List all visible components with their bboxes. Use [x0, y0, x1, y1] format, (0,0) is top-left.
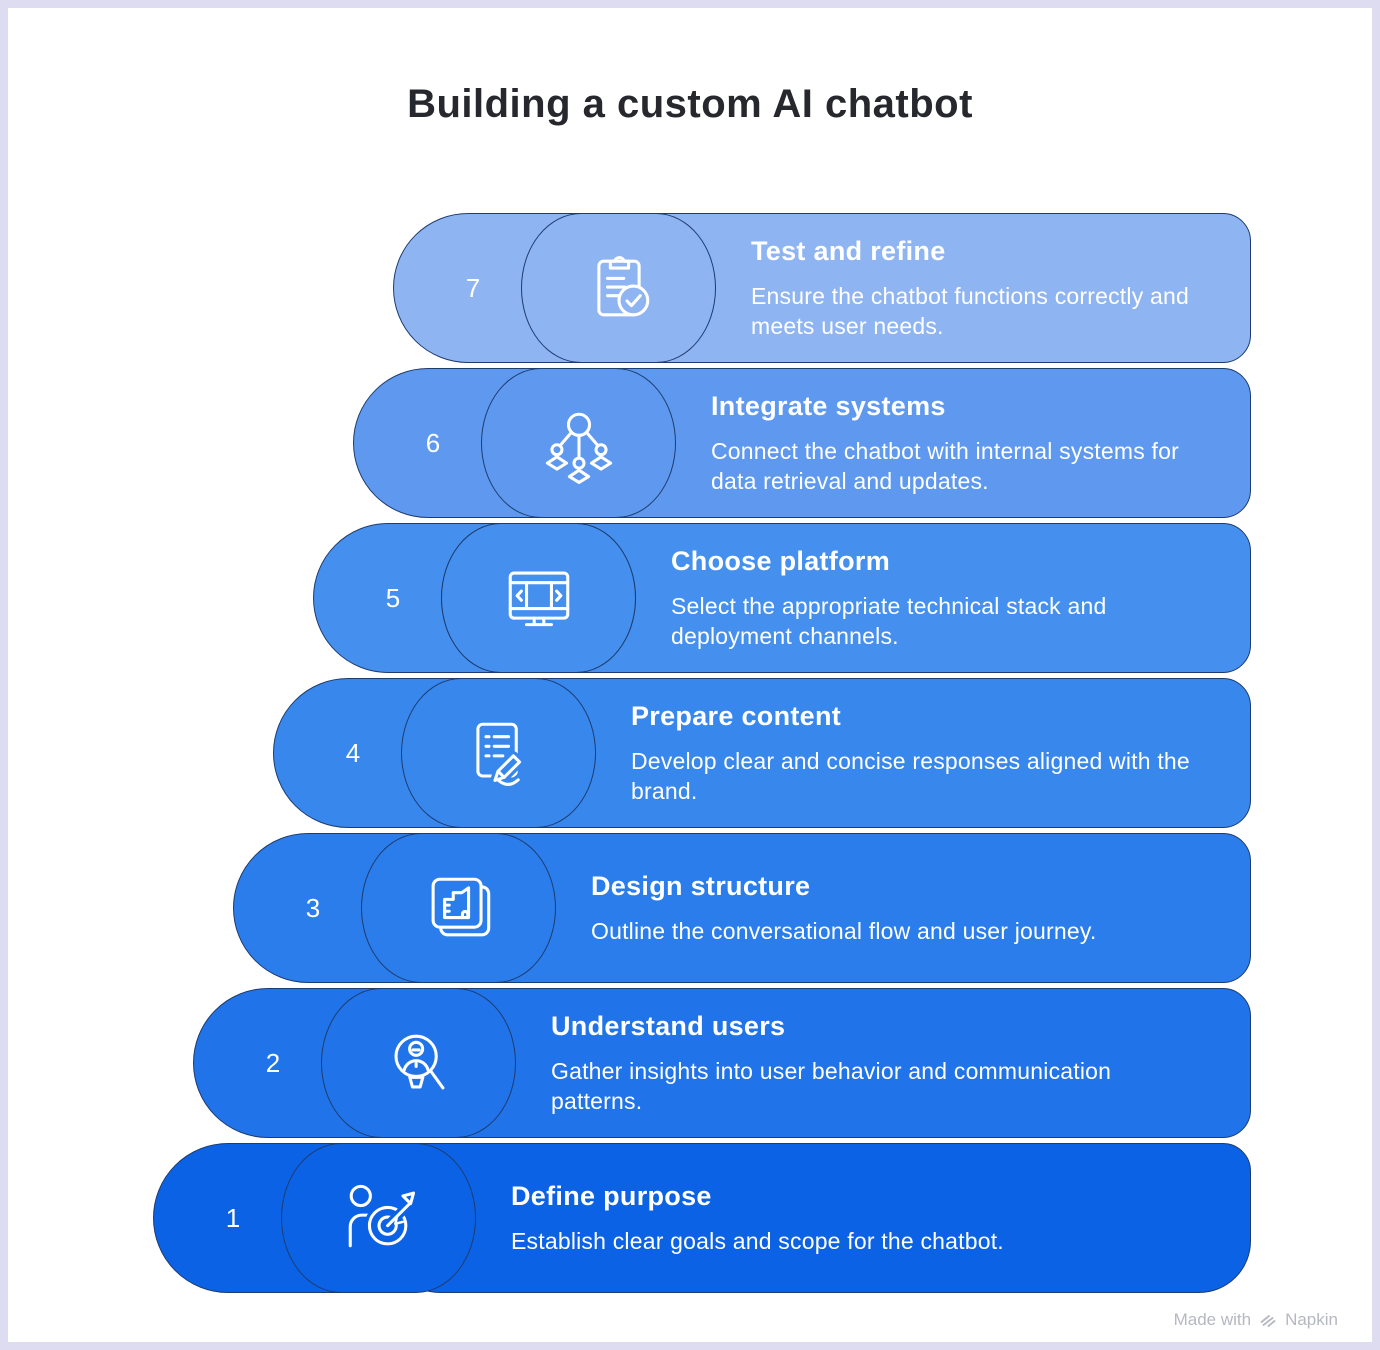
step-panel: Test and refine Ensure the chatbot funct…: [628, 213, 1251, 363]
step-description: Ensure the chatbot functions correctly a…: [751, 283, 1189, 339]
step-number: 6: [425, 427, 441, 458]
step-row-7: 7 Test and refine Ensure the chatbot fun…: [393, 213, 1251, 363]
step-description: Develop clear and concise responses alig…: [631, 748, 1190, 804]
step-number: 5: [385, 582, 401, 613]
step-number: 2: [265, 1047, 281, 1078]
writing-document-icon: [453, 707, 545, 799]
step-title: Define purpose: [511, 1181, 712, 1211]
step-number: 4: [345, 737, 361, 768]
step-description: Gather insights into user behavior and c…: [551, 1058, 1112, 1114]
step-row-3: 3 Design structure Outline the conversat…: [233, 833, 1251, 983]
step-number: 1: [225, 1202, 241, 1233]
step-title: Design structure: [591, 871, 811, 901]
step-number: 7: [465, 272, 481, 303]
watermark-brand: Napkin: [1285, 1310, 1338, 1329]
step-title: Understand users: [551, 1011, 786, 1041]
blueprint-pages-icon: [413, 862, 505, 954]
step-description: Outline the conversational flow and user…: [591, 918, 1097, 944]
step-icon-capsule: [281, 1143, 476, 1293]
step-description: Connect the chatbot with internal system…: [711, 438, 1179, 494]
step-title: Test and refine: [751, 236, 946, 266]
step-panel: Integrate systems Connect the chatbot wi…: [588, 368, 1251, 518]
person-target-icon: [333, 1172, 425, 1264]
step-description: Select the appropriate technical stack a…: [671, 593, 1107, 649]
step-panel: Design structure Outline the conversatio…: [468, 833, 1251, 983]
clipboard-check-icon: [573, 242, 665, 334]
step-title: Choose platform: [671, 546, 891, 576]
step-description: Establish clear goals and scope for the …: [511, 1228, 1004, 1254]
napkin-logo-icon: [1258, 1310, 1278, 1330]
user-magnifier-icon: [373, 1017, 465, 1109]
page-title: Building a custom AI chatbot: [407, 82, 973, 126]
step-row-4: 4 Prepare content De: [273, 678, 1251, 828]
step-icon-capsule: [321, 988, 516, 1138]
step-panel: Prepare content Develop clear and concis…: [508, 678, 1251, 828]
org-network-icon: [533, 397, 625, 489]
step-row-6: 6 Integrate systems Connect the chatbot …: [353, 368, 1251, 518]
step-number: 3: [305, 892, 321, 923]
step-panel: Choose platform Select the appropriate t…: [548, 523, 1251, 673]
step-row-5: 5 Choose platform Select the appropriate…: [313, 523, 1251, 673]
made-with-napkin-watermark: Made with Napkin: [1174, 1310, 1338, 1330]
step-icon-capsule: [521, 213, 716, 363]
watermark-prefix: Made with: [1173, 1310, 1252, 1329]
step-title: Prepare content: [631, 701, 842, 731]
step-panel: Understand users Gather insights into us…: [428, 988, 1251, 1138]
step-title: Integrate systems: [711, 391, 946, 421]
step-row-2: 2 Understand users Gather insights into …: [193, 988, 1251, 1138]
step-icon-capsule: [361, 833, 556, 983]
step-icon-capsule: [481, 368, 676, 518]
step-panel: Define purpose Establish clear goals and…: [388, 1143, 1251, 1293]
step-icon-capsule: [441, 523, 636, 673]
monitor-carousel-icon: [493, 552, 585, 644]
step-row-1: 1: [153, 1143, 1251, 1293]
step-icon-capsule: [401, 678, 596, 828]
